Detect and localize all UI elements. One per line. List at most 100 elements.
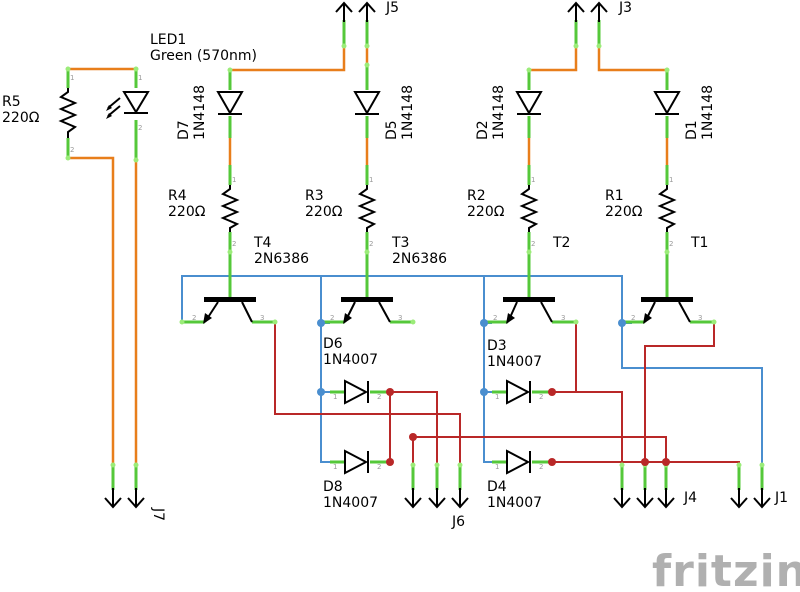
svg-text:1: 1 [495, 393, 499, 401]
led1-symbol[interactable] [106, 91, 150, 119]
d4-ref: D4 [487, 479, 507, 495]
d5-value: 1N4148 [400, 85, 416, 140]
j5-label: J5 [385, 0, 399, 16]
svg-text:1: 1 [138, 74, 142, 82]
svg-text:2: 2 [539, 393, 543, 401]
transistor-t3[interactable] [341, 297, 393, 324]
component-labels: LED1 Green (570nm) R5 220Ω R4 220Ω R3 22… [2, 32, 716, 511]
green-pins [66, 20, 764, 490]
diode-d7[interactable] [216, 91, 244, 116]
svg-text:1: 1 [495, 463, 499, 471]
j3-label: J3 [618, 0, 632, 16]
t3-ref: T3 [391, 235, 409, 251]
r2-ref: R2 [467, 188, 486, 204]
d7-ref: D7 [176, 120, 192, 140]
connector-j5-arrows[interactable] [335, 1, 376, 22]
r4-value: 220Ω [168, 204, 206, 220]
j6-label: J6 [451, 514, 465, 530]
resistor-r3[interactable] [357, 185, 377, 232]
t3-value: 2N6386 [392, 251, 447, 267]
d8-value: 1N4007 [323, 495, 378, 511]
svg-text:2: 2 [192, 314, 196, 322]
d3-value: 1N4007 [487, 354, 542, 370]
svg-text:2: 2 [631, 314, 635, 322]
pin-numbers: 1 2 1 2 1 2 1 2 1 2 1 2 2 3 2 3 2 3 2 3 1 2 1 2 1 2 1… [70, 74, 702, 471]
connector-j1-arrows[interactable] [730, 488, 771, 509]
j1-label: J1 [774, 490, 788, 506]
svg-text:2: 2 [493, 314, 497, 322]
r3-value: 220Ω [305, 204, 343, 220]
svg-text:3: 3 [698, 314, 702, 322]
svg-text:2: 2 [330, 314, 334, 322]
d3-ref: D3 [487, 338, 507, 354]
r5-ref: R5 [2, 94, 21, 110]
diode-d4[interactable] [506, 449, 531, 475]
resistor-r2[interactable] [519, 185, 539, 232]
pin-dots [65, 43, 765, 468]
connector-j6-arrows[interactable] [404, 488, 469, 509]
transistor-t2[interactable] [503, 297, 555, 324]
svg-text:3: 3 [260, 314, 264, 322]
connector-j7-arrows[interactable] [104, 488, 145, 509]
connector-j3-arrows[interactable] [567, 1, 608, 22]
t2-ref: T2 [552, 235, 570, 251]
resistor-r4[interactable] [220, 185, 240, 232]
diode-d8[interactable] [344, 449, 369, 475]
svg-text:2: 2 [369, 240, 373, 248]
svg-text:2: 2 [669, 240, 673, 248]
connector-labels: J5 J3 J7 J6 J4 J1 [150, 0, 788, 530]
svg-text:1: 1 [232, 176, 236, 184]
t1-ref: T1 [690, 235, 708, 251]
r5-value: 220Ω [2, 110, 40, 126]
diode-d2[interactable] [515, 91, 543, 116]
diode-d6[interactable] [344, 379, 369, 405]
r3-ref: R3 [305, 188, 324, 204]
svg-text:3: 3 [561, 314, 565, 322]
diode-d1[interactable] [653, 91, 681, 116]
r1-value: 220Ω [605, 204, 643, 220]
svg-text:2: 2 [377, 463, 381, 471]
t4-value: 2N6386 [254, 251, 309, 267]
diode-d3[interactable] [506, 379, 531, 405]
svg-text:1: 1 [333, 463, 337, 471]
d7-value: 1N4148 [192, 85, 208, 140]
led1-value: Green (570nm) [150, 48, 257, 64]
svg-text:1: 1 [333, 393, 337, 401]
d1-value: 1N4148 [700, 85, 716, 140]
svg-text:2: 2 [70, 146, 74, 154]
diode-d5[interactable] [353, 91, 381, 116]
connector-j4-arrows[interactable] [613, 488, 675, 509]
d6-value: 1N4007 [323, 352, 378, 368]
resistor-r5[interactable] [58, 88, 78, 138]
d2-value: 1N4148 [491, 85, 507, 140]
svg-text:2: 2 [539, 463, 543, 471]
d5-ref: D5 [384, 120, 400, 140]
svg-text:1: 1 [669, 176, 673, 184]
svg-text:2: 2 [377, 393, 381, 401]
r4-ref: R4 [168, 188, 187, 204]
t4-ref: T4 [253, 235, 272, 251]
svg-text:2: 2 [232, 240, 236, 248]
svg-text:1: 1 [531, 176, 535, 184]
resistor-r1[interactable] [657, 185, 677, 232]
led1-ref: LED1 [150, 32, 186, 48]
junction-dots [317, 319, 670, 466]
svg-text:2: 2 [138, 124, 142, 132]
j7-label: J7 [150, 507, 166, 521]
transistor-t4[interactable] [203, 297, 256, 324]
svg-text:1: 1 [369, 176, 373, 184]
r2-value: 220Ω [467, 204, 505, 220]
r1-ref: R1 [605, 188, 624, 204]
svg-text:1: 1 [70, 74, 74, 82]
svg-text:3: 3 [398, 314, 402, 322]
fritzing-logo: fritzing [652, 546, 800, 592]
d4-value: 1N4007 [487, 495, 542, 511]
j4-label: J4 [683, 490, 697, 506]
d1-ref: D1 [684, 120, 700, 140]
d8-ref: D8 [323, 479, 343, 495]
svg-text:2: 2 [531, 240, 535, 248]
transistor-t1[interactable] [641, 297, 693, 324]
d6-ref: D6 [323, 336, 343, 352]
